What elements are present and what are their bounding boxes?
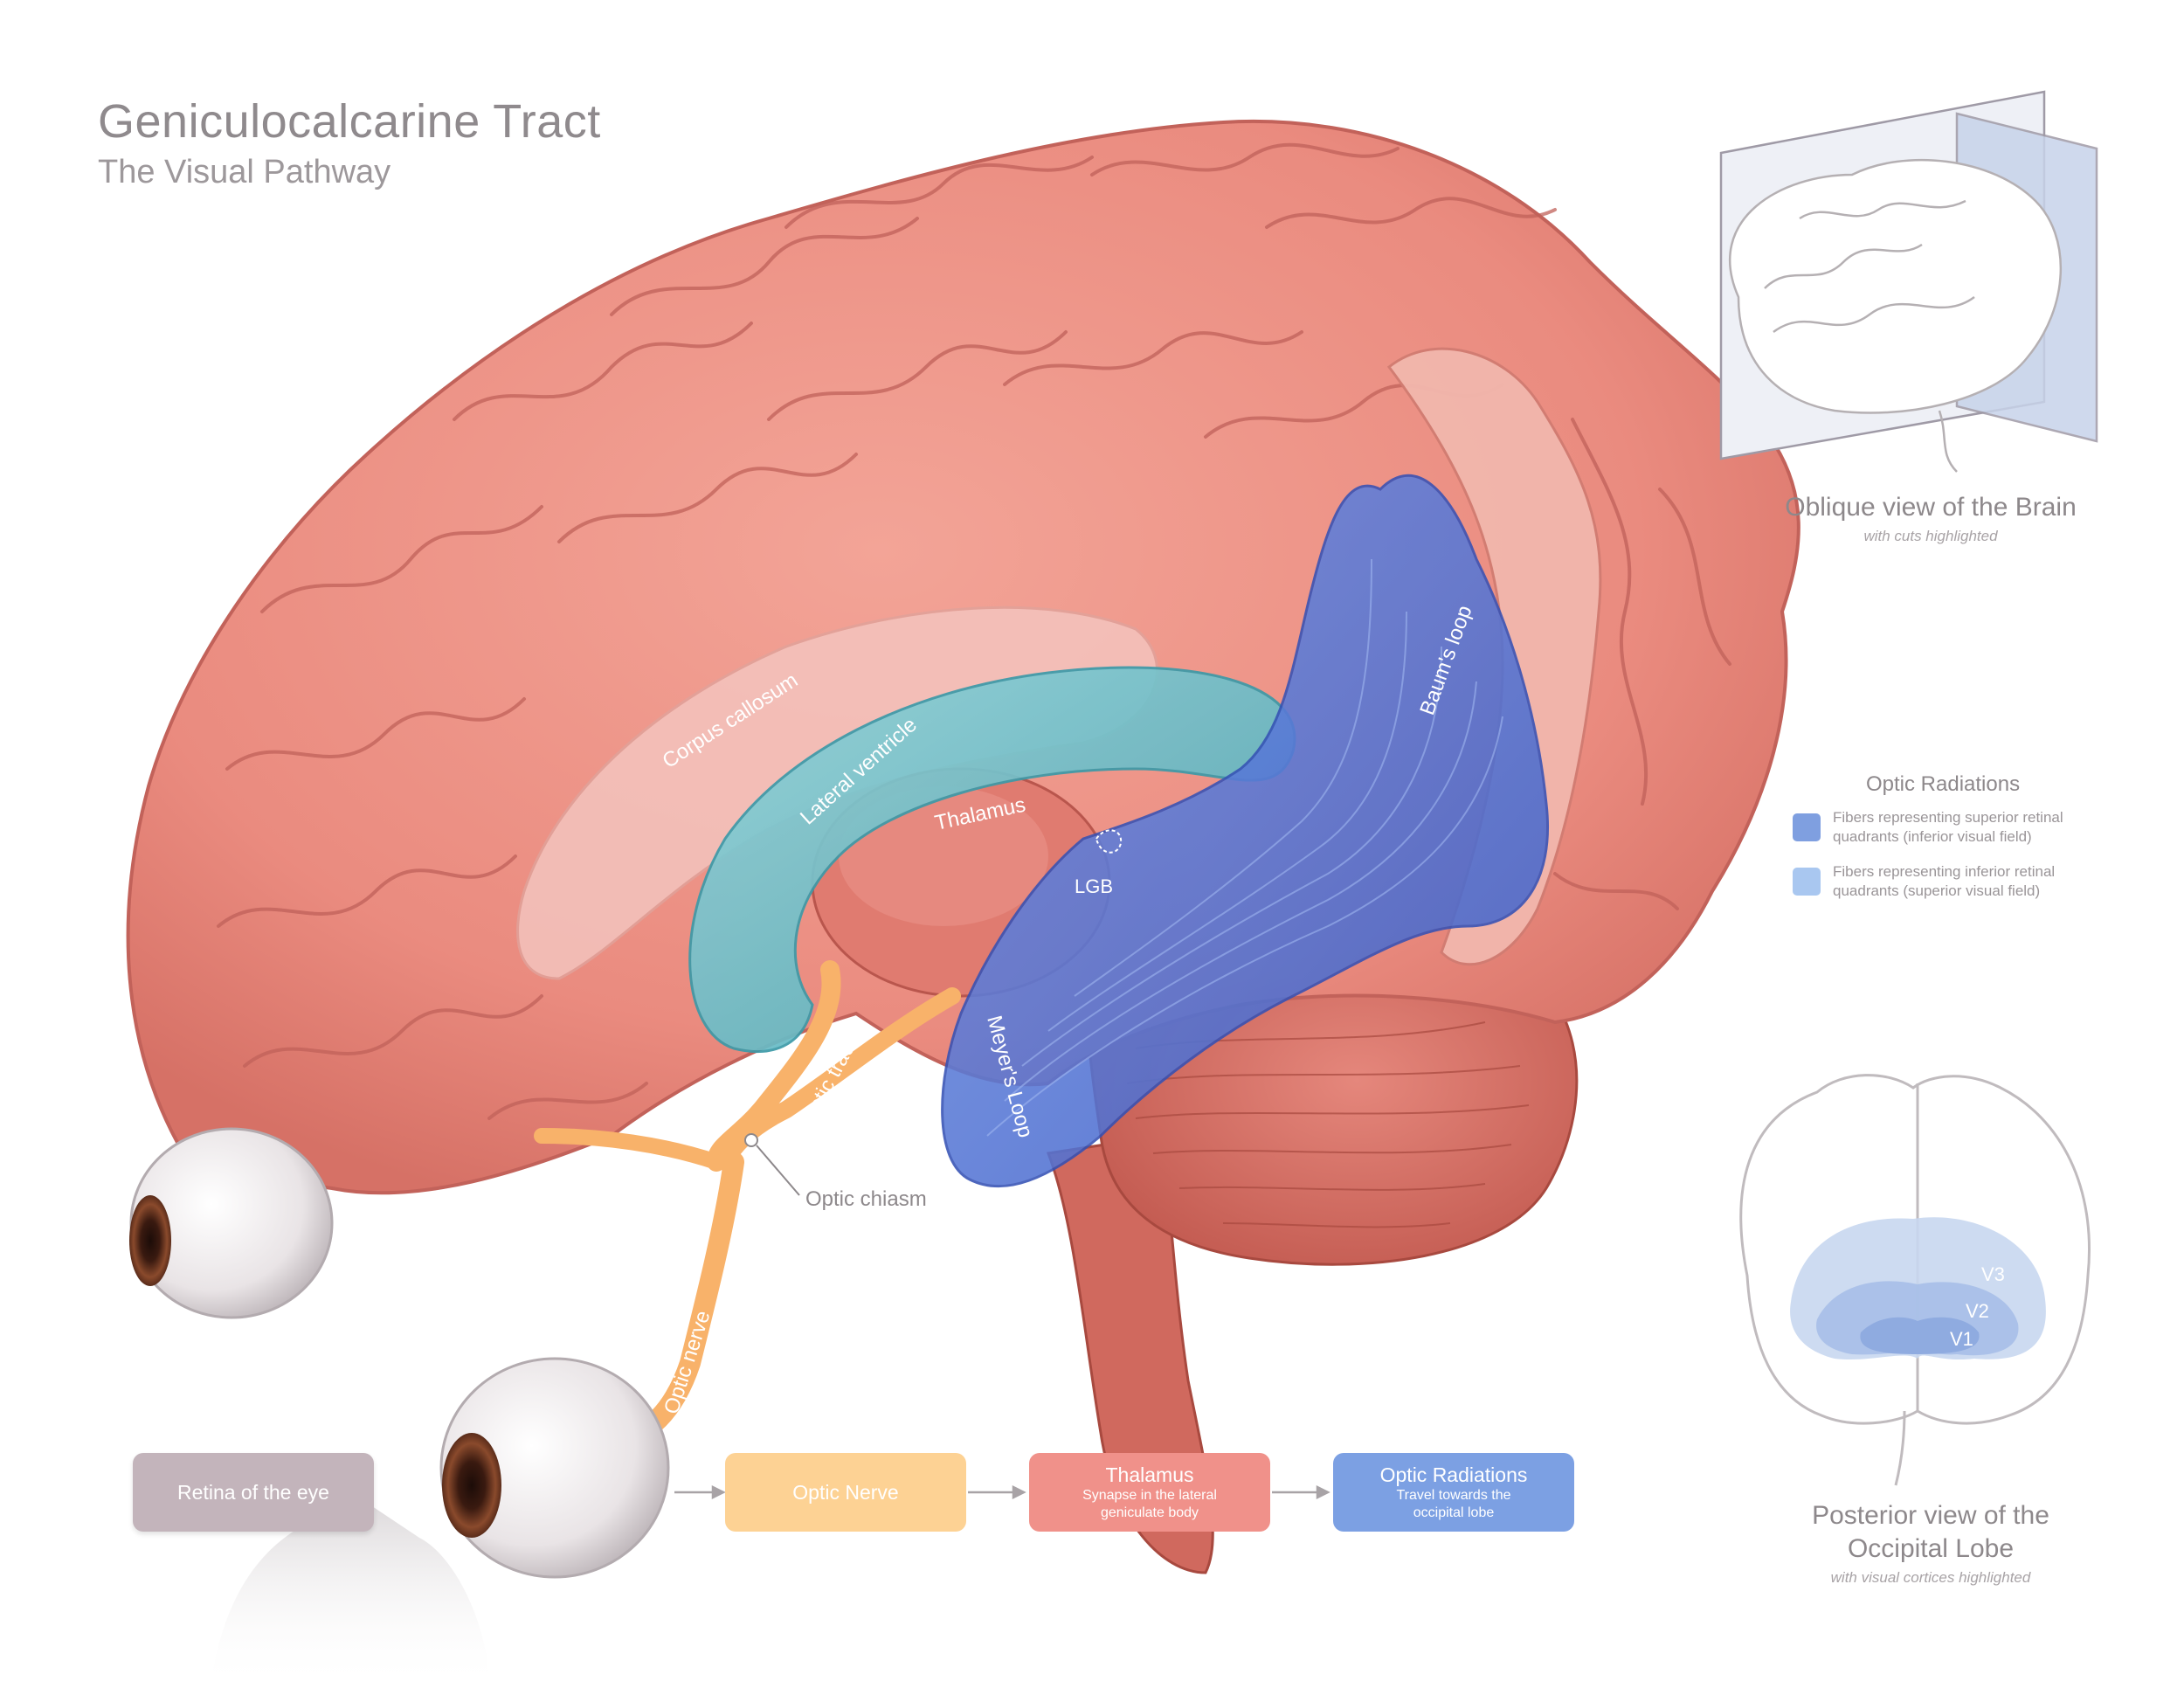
label-optic-chiasm: Optic chiasm (805, 1187, 927, 1211)
radiation-fibers (986, 558, 1503, 1137)
flow-step-optic-nerve: Optic Nerve (725, 1453, 966, 1532)
legend-swatch-inferior (1793, 868, 1821, 896)
optic-chiasm-leader (756, 1145, 800, 1196)
eye-shadow (210, 1503, 489, 1688)
posterior-view-caption: Posterior view of the Occipital Lobe wit… (1773, 1499, 2088, 1590)
gyri-pattern (217, 142, 1731, 1120)
legend-label-inferior: Fibers representing inferior retinal qua… (1833, 863, 2056, 899)
label-v1: V1 (1950, 1328, 1973, 1350)
flow-step-optic-radiations-detail: Travel towards the occipital lobe (1396, 1488, 1511, 1520)
label-lgb: LGB (1075, 875, 1113, 897)
legend-label-superior: Fibers representing superior retinal qua… (1833, 809, 2063, 845)
page-subtitle: The Visual Pathway (98, 154, 391, 190)
label-v2: V2 (1966, 1300, 1989, 1322)
flow-step-retina-title: Retina of the eye (177, 1481, 329, 1504)
oblique-view-note: with cuts highlighted (1863, 528, 1998, 544)
legend-swatch-superior (1793, 813, 1821, 841)
flow-step-thalamus: Thalamus Synapse in the lateral genicula… (1029, 1453, 1270, 1532)
flow-step-retina: Retina of the eye (133, 1453, 374, 1532)
optic-tract-right (716, 987, 961, 1171)
posterior-view-note: with visual cortices highlighted (1830, 1569, 2031, 1586)
iris-lower-icon (442, 1433, 501, 1538)
optic-radiations (941, 474, 1549, 1188)
label-optic-nerve: Optic nerve (660, 1308, 715, 1417)
flow-step-optic-radiations-title: Optic Radiations (1379, 1463, 1528, 1486)
iris-upper-icon (129, 1195, 171, 1286)
oblique-view-title: Oblique view of the Brain (1785, 493, 2077, 522)
legend-item-inferior: Fibers representing inferior retinal qua… (1793, 862, 2098, 904)
oblique-view-caption: Oblique view of the Brain with cuts high… (1782, 491, 2079, 549)
flow-step-thalamus-title: Thalamus (1105, 1463, 1194, 1486)
eye-lower (439, 1357, 670, 1579)
oblique-view-thumbnail (1719, 90, 2098, 473)
optic-tract (707, 960, 841, 1172)
optic-chiasm-marker (744, 1133, 758, 1147)
posterior-view-thumbnail: V3 V2 V1 (1739, 1074, 2091, 1486)
legend-title: Optic Radiations (1866, 772, 2021, 796)
page-title: Geniculocalcarine Tract (98, 95, 601, 148)
v1-region (1860, 1317, 1980, 1354)
flow-step-thalamus-detail: Synapse in the lateral geniculate body (1082, 1488, 1217, 1520)
posterior-view-title: Posterior view of the Occipital Lobe (1812, 1501, 2049, 1563)
flow-arrows (674, 1484, 1330, 1500)
flow-step-optic-radiations: Optic Radiations Travel towards the occi… (1333, 1453, 1574, 1532)
label-v3: V3 (1981, 1263, 2005, 1285)
legend-item-superior: Fibers representing superior retinal qua… (1793, 808, 2098, 850)
flow-step-optic-nerve-title: Optic Nerve (792, 1481, 899, 1504)
